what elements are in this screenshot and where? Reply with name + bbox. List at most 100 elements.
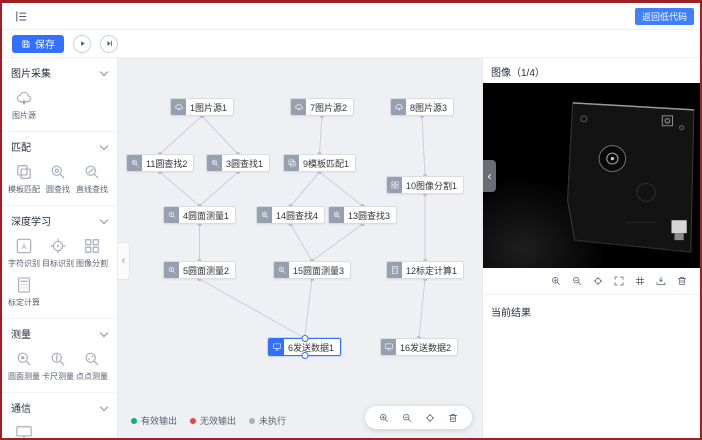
tool-item-send-data[interactable]: 发送数据 [7,423,41,438]
collapse-sidebar-handle[interactable]: ‹ [118,242,130,280]
send-data-icon [16,426,32,438]
tool-item-circle-find[interactable]: 圆查找 [41,162,75,195]
run-once-button[interactable] [100,34,118,53]
segmentation-icon [387,177,402,193]
image-viewer[interactable]: ‹ [483,83,700,268]
tool-item-ocr[interactable]: A 字符识别 [7,236,41,269]
status-dot [249,417,256,424]
section-header[interactable]: 匹配 [2,132,117,157]
delete-icon[interactable] [676,275,688,287]
legend-label: 未执行 [259,416,287,426]
flow-node-n4[interactable]: 4圆面测量1 [163,206,237,224]
tool-label: 圆查找 [46,185,70,194]
flow-node-n16[interactable]: 16发送数据2 [380,338,459,356]
circle-find-icon [329,207,344,223]
save-icon [22,40,30,47]
zoom-out-icon[interactable] [571,275,583,287]
section-title: 匹配 [11,143,31,154]
results-area [483,325,700,438]
prev-image-button[interactable]: ‹ [483,159,496,192]
tool-item-caliper-measure[interactable]: 卡尺测量 [41,349,75,382]
tool-label: 标定计算 [8,298,40,307]
send-data-icon [269,339,284,355]
inspection-image [483,83,700,268]
node-label: 10图像分割1 [406,180,458,191]
circle-measure-icon [274,262,289,278]
tool-item-line-find[interactable]: 直线查找 [75,162,109,195]
tool-item-segmentation[interactable]: 图像分割 [75,236,109,269]
section-header[interactable]: 图片采集 [2,58,117,83]
node-label: 12标定计算1 [406,265,458,276]
image-source-icon [171,99,186,115]
tool-item-template-match[interactable]: 模板匹配 [7,162,41,195]
tool-item-target[interactable]: 目标识别 [41,236,75,269]
tool-label: 图像分割 [76,259,108,268]
delete-icon[interactable] [447,412,459,424]
section-header[interactable]: 通信 [2,393,117,418]
image-source-icon [391,99,406,115]
status-dot [131,417,137,424]
canvas-zoom-toolbar [365,406,472,429]
menu-toggle-icon[interactable] [12,8,30,24]
back-to-lowcode-button[interactable]: 返回低代码 [634,7,694,25]
image-panel-title: 图像（1/4） [491,68,545,79]
flow-node-n13[interactable]: 13圆查找3 [328,206,398,224]
target-icon [50,238,66,254]
run-button[interactable] [73,34,91,53]
status-dot [190,417,197,424]
tool-item-image-source[interactable]: 图片源 [7,88,41,121]
top-bar: 返回低代码 [2,3,700,30]
locate-icon[interactable] [424,412,436,424]
tool-label: 字符识别 [8,259,40,268]
section-title: 测量 [11,330,31,341]
zoom-in-icon[interactable] [378,412,390,424]
node-label: 7图片源2 [310,102,348,113]
image-source-icon [291,99,306,115]
node-label: 14圆查找4 [276,210,319,221]
locate-icon[interactable] [592,275,604,287]
node-label: 3圆查找1 [226,158,264,169]
grid-icon[interactable] [634,275,646,287]
flow-node-n7[interactable]: 7图片源2 [290,98,355,116]
flow-node-n12[interactable]: 12标定计算1 [386,261,465,279]
tool-label: 卡尺测量 [42,372,74,381]
flow-node-n6[interactable]: 6发送数据1 [268,338,342,356]
node-label: 4圆面测量1 [183,210,230,221]
zoom-out-icon[interactable] [401,412,413,424]
tool-palette: 图片采集图片源匹配模板匹配圆查找直线查找深度学习 A 字符识别目标识别图像分割标定计… [2,58,118,438]
play-step-icon [106,40,112,47]
save-button[interactable]: 保存 [12,34,64,53]
ocr-icon: A [16,238,32,254]
results-title: 当前结果 [491,308,531,319]
flow-node-n15[interactable]: 15圆面测量3 [273,261,352,279]
node-label: 8图片源3 [410,102,448,113]
node-label: 9模板匹配1 [303,158,350,169]
download-icon[interactable] [655,275,667,287]
flow-node-n5[interactable]: 5圆面测量2 [163,261,237,279]
tool-item-point-measure[interactable]: 点点测量 [75,349,109,382]
flow-node-n9[interactable]: 9模板匹配1 [283,154,357,172]
flow-node-n10[interactable]: 10图像分割1 [386,176,465,194]
section-header[interactable]: 测量 [2,319,117,344]
zoom-in-icon[interactable] [550,275,562,287]
flow-node-n1[interactable]: 1图片源1 [170,98,235,116]
circle-find-icon [51,165,65,179]
section-title: 深度学习 [11,217,51,228]
circle-find-icon [207,155,222,171]
tool-item-circle-measure[interactable]: 圆面测量 [7,349,41,382]
tool-label: 直线查找 [76,185,108,194]
section-header[interactable]: 深度学习 [2,206,117,231]
flow-node-n8[interactable]: 8图片源3 [390,98,455,116]
tool-item-calc[interactable]: 标定计算 [7,275,41,308]
template-match-icon [284,155,299,171]
flow-node-n3[interactable]: 3圆查找1 [206,154,271,172]
tool-label: 圆面测量 [8,372,40,381]
flow-node-n14[interactable]: 14圆查找4 [256,206,326,224]
fullscreen-icon[interactable] [613,275,625,287]
flow-node-n11[interactable]: 11圆查找2 [126,154,195,172]
node-label: 13圆查找3 [348,210,391,221]
node-label: 16发送数据2 [400,342,452,353]
node-label: 1图片源1 [190,102,228,113]
